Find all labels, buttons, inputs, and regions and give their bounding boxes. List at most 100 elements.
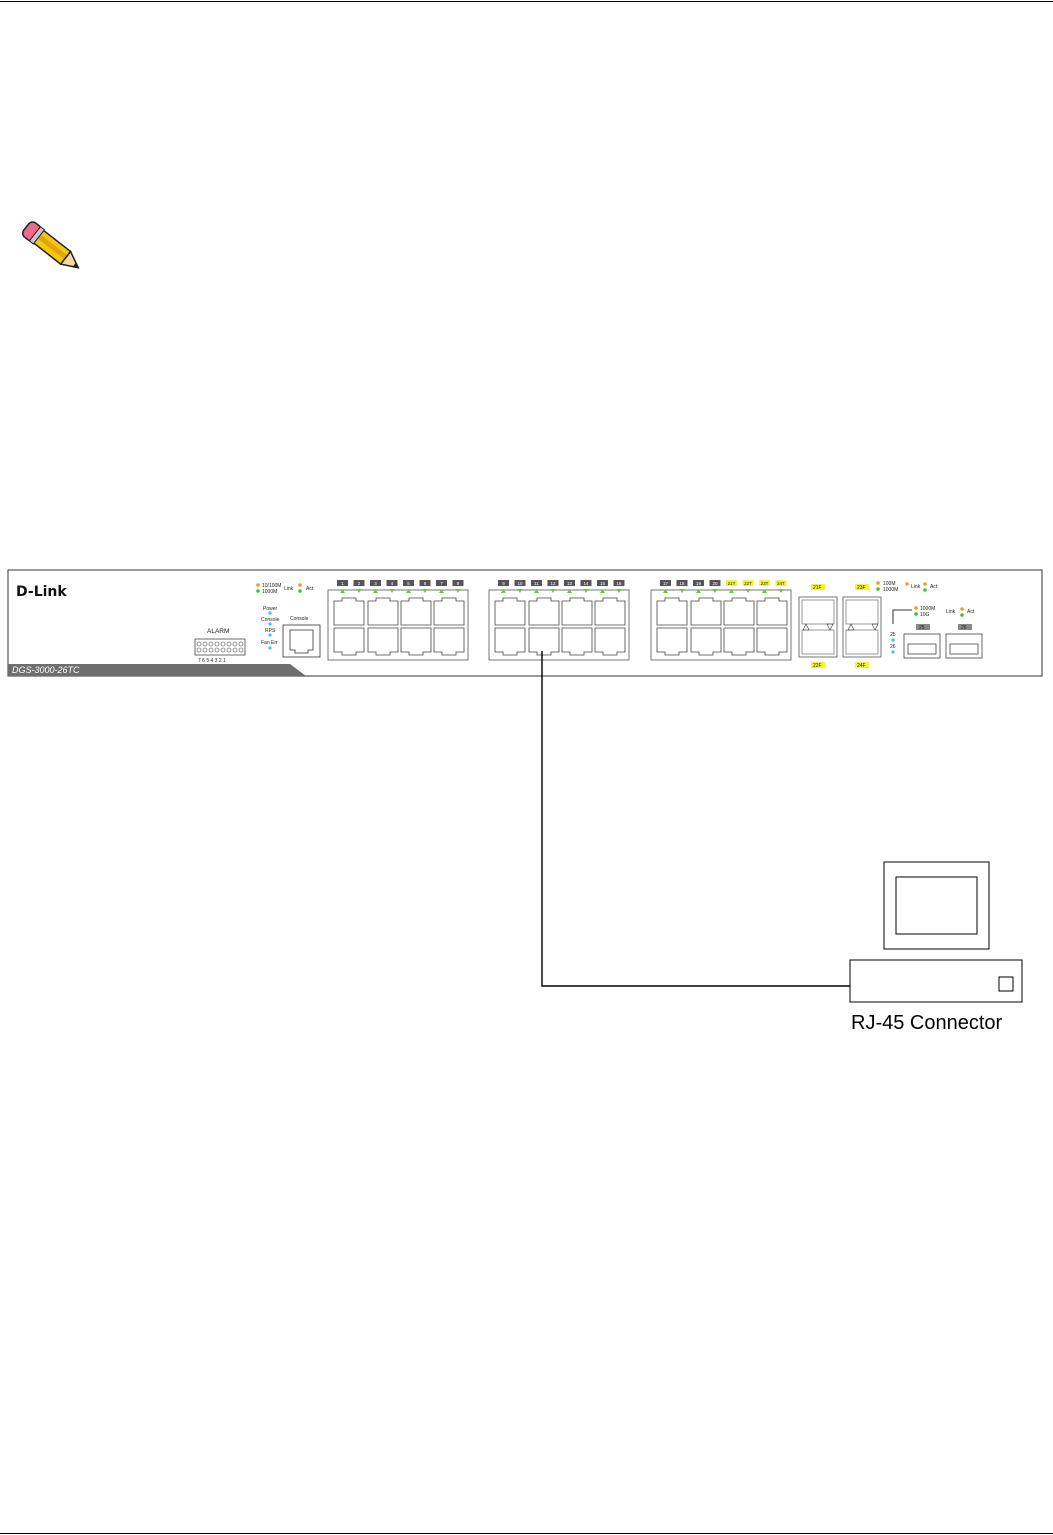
rps-led [268,633,272,637]
xg-legend-1: 1000M [920,606,935,612]
port-led-arrow [406,589,411,593]
rj45-port [400,627,432,656]
legend-speed-2: 1000M [262,589,277,595]
sfp-act-green [923,588,927,592]
port-badge-label: 6 [424,581,427,586]
fan-led [268,646,272,650]
xg-legend-green [914,612,918,616]
port-led-arrow [340,589,345,593]
combo-label-22f: 22F [813,663,822,669]
port-badge-label: 18 [679,581,685,586]
pc-drive-icon [998,976,1014,992]
status-power-label: Power [263,606,278,612]
port-led-arrow [679,589,685,593]
port-led-arrow [517,589,523,593]
console-port [289,629,314,654]
port-led-arrow [422,589,428,593]
rj45-connector-caption: RJ-45 Connector [851,1012,1003,1034]
rj45-port [400,597,432,626]
rj45-port [756,597,788,626]
port-badge [337,580,348,586]
xg-act-amber [960,607,964,611]
pc-case [849,959,1023,1003]
xg-sfp-ports: 25 26 [903,624,983,659]
port-badge-label: 22T [744,581,752,586]
rj45-port [656,627,688,656]
rj45-port [594,597,626,626]
port-badge-label: 17 [663,581,669,586]
port-led-arrow [567,589,572,593]
rj45-port [561,597,593,626]
xg-bracket [892,609,912,624]
brand-logo: D-Link [16,584,67,600]
legend-speed-1: 10/100M [262,583,281,589]
status-console-label: Console [261,617,280,623]
alarm-pin-numbers: 7 6 5 4 3 2 1 [198,658,226,664]
status-rps-label: RPS [265,628,276,634]
port-badge-label: 12 [550,581,556,586]
model-label: DGS-3000-26TC [12,665,80,675]
port-group-3 [650,589,792,661]
xg-label-25: 25 [919,625,925,631]
rj45-port [433,627,465,656]
port-led-arrow [712,589,718,593]
port-badge [436,580,447,586]
port-badge-label: 21T [728,581,736,586]
console-led [268,622,272,626]
port-badge-label: 14 [583,581,589,586]
xg-link-label: Link [946,609,956,615]
xg-port-25-label: 25 [890,632,896,638]
page-bottom-rule [0,1533,1053,1534]
port-led-arrow [729,589,734,593]
pc-terminal [849,861,1023,1003]
port-badge [709,580,721,586]
rj45-port [433,597,465,626]
port-badge [742,580,754,586]
port-badge-label: 23T [761,581,769,586]
combo-label-24f: 24F [857,663,866,669]
sfp-link-label: Link [911,584,921,590]
port-badge [353,580,365,586]
port-badge-label: 4 [391,581,394,586]
pc-screen [895,876,978,935]
port-badge-label: 5 [407,581,410,586]
rj45-port [656,597,688,626]
xg-port-26-led [891,650,895,654]
port-badge-label: 1 [341,581,344,586]
port-badge [531,580,542,586]
port-led-arrow [389,589,395,593]
legend-link-green [298,589,302,593]
port-badge-label: 9 [502,581,505,586]
port-badge [693,580,704,586]
port-badge [547,580,559,586]
xg-port-25-led [891,638,895,642]
port-led-arrow [778,589,784,593]
sfp-act-amber [923,582,927,586]
port-badge [419,580,431,586]
port-badge-label: 13 [567,581,573,586]
port-group-2 [488,589,630,661]
connection-diagram: D-Link DGS-3000-26TC ALARM 7 6 5 4 3 2 1… [7,569,1043,1003]
legend-link-label: Link [284,586,294,592]
rj45-port [333,627,365,656]
rj45-port [756,627,788,656]
port-badge [564,580,575,586]
combo-sfp-section: 21F 23F 22F 24F [798,584,882,669]
port-led-arrow [583,589,589,593]
port-badge-label: 20 [712,581,718,586]
port-badge-label: 3 [374,581,377,586]
port-badge [726,580,737,586]
rj45-port [723,597,755,626]
rj45-port [594,627,626,656]
port-led-arrow [696,589,701,593]
note-pencil-icon [21,221,80,269]
port-led-arrow [439,589,444,593]
rj45-port [494,597,526,626]
port-led-arrow [550,589,556,593]
rj45-port [528,627,560,656]
port-badge [775,580,787,586]
port-badge-label: 2 [358,581,361,586]
port-led-arrow [455,589,461,593]
rj45-port [723,627,755,656]
status-fan-label: Fan Err [261,640,278,646]
